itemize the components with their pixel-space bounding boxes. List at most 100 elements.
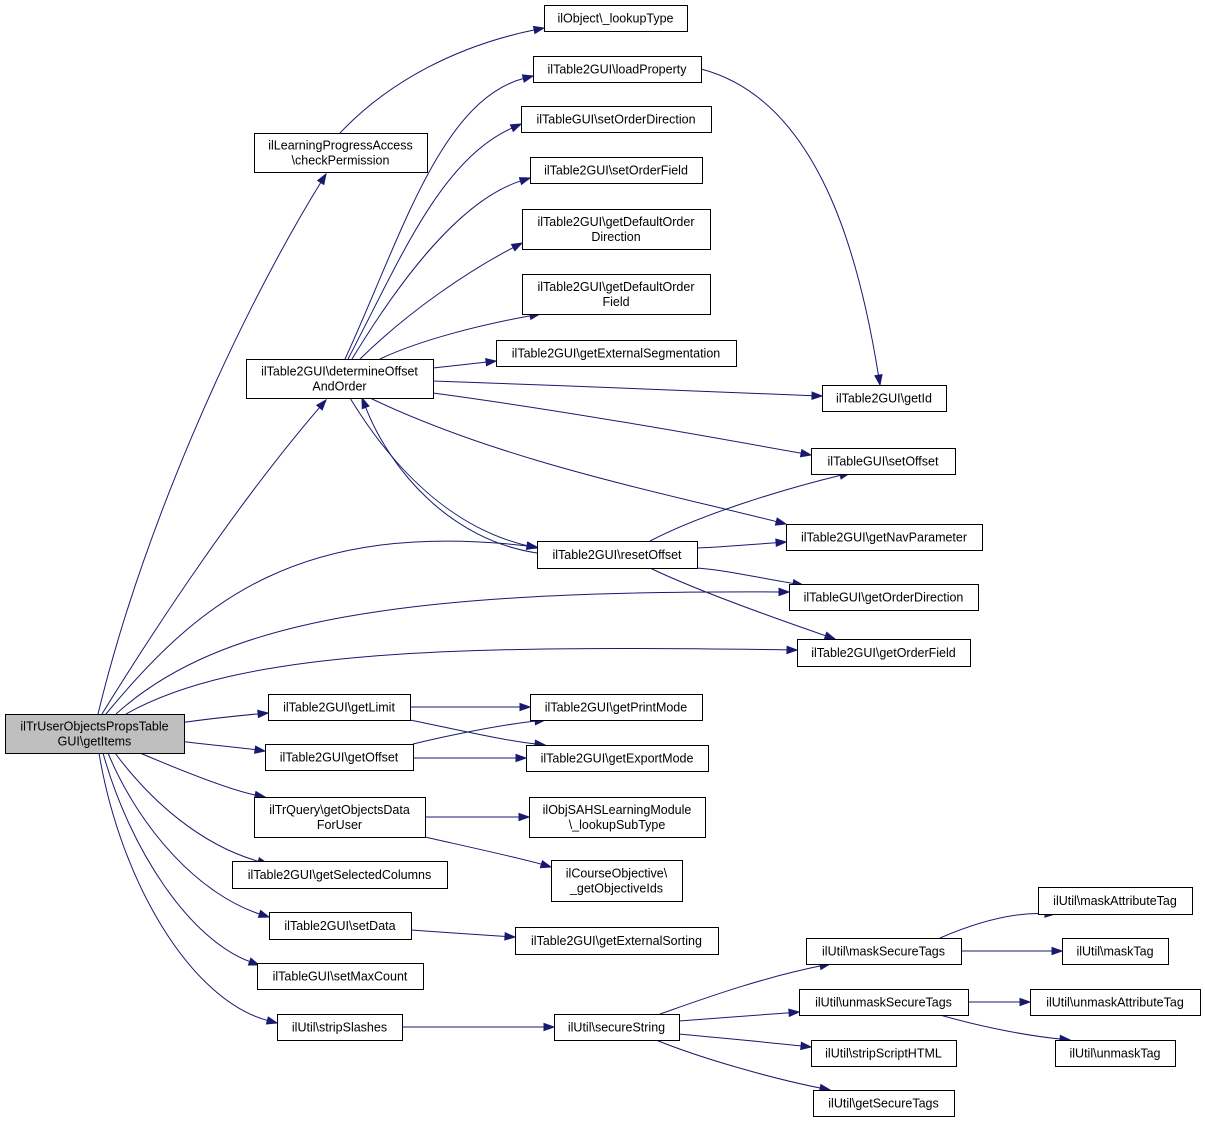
node-box — [533, 56, 702, 83]
node-getNavParameter[interactable]: ilTable2GUI\getNavParameter — [786, 524, 983, 551]
edge-line — [409, 719, 537, 745]
node-getPrintMode[interactable]: ilTable2GUI\getPrintMode — [530, 694, 703, 721]
arrowhead-icon — [265, 1016, 279, 1025]
arrowhead-icon — [788, 1008, 801, 1018]
node-box — [530, 694, 703, 721]
node-getOffset[interactable]: ilTable2GUI\getOffset — [265, 744, 414, 771]
node-getOrderDirection[interactable]: ilTableGUI\getOrderDirection — [789, 584, 979, 611]
node-box — [521, 106, 712, 133]
node-box — [822, 385, 947, 412]
edge-root-to-getLimit — [178, 709, 270, 724]
edge-root-to-getSelectedColumns — [114, 752, 270, 866]
node-label: ilCourseObjective\ — [566, 867, 668, 881]
node-setData[interactable]: ilTable2GUI\setData — [269, 912, 412, 940]
node-setOffset[interactable]: ilTableGUI\setOffset — [811, 448, 956, 475]
edge-line — [659, 965, 822, 1015]
edge-line — [347, 127, 513, 360]
edge-secureString-to-unmaskSecureTags — [678, 1008, 801, 1022]
node-setOrderField[interactable]: ilTable2GUI\setOrderField — [530, 157, 703, 184]
node-getId[interactable]: ilTable2GUI\getId — [822, 385, 947, 412]
node-getLimit[interactable]: ilTable2GUI\getLimit — [268, 694, 411, 721]
node-label: GUI\getItems — [58, 735, 132, 749]
edge-line — [678, 1012, 791, 1022]
node-getExternalSegmentation[interactable]: ilTable2GUI\getExternalSegmentation — [496, 340, 737, 367]
node-lookupSubType[interactable]: ilObjSAHSLearningModule\_lookupSubType — [529, 797, 706, 838]
edge-determineOffset-to-setOrderDirection — [347, 123, 523, 360]
node-box — [246, 359, 434, 399]
node-label: ilTable2GUI\getLimit — [283, 701, 395, 715]
node-label: ilUtil\maskTag — [1076, 945, 1153, 959]
arrowhead-icon — [775, 538, 788, 548]
node-label: ilTableGUI\setOrderDirection — [536, 113, 695, 127]
node-stripScriptHTML[interactable]: ilUtil\stripScriptHTML — [811, 1040, 957, 1067]
node-loadProperty[interactable]: ilTable2GUI\loadProperty — [533, 56, 702, 83]
node-getExportMode[interactable]: ilTable2GUI\getExportMode — [526, 745, 709, 772]
node-label: ilObject\_lookupType — [557, 12, 673, 26]
node-unmaskTag[interactable]: ilUtil\unmaskTag — [1055, 1040, 1176, 1067]
node-secureString[interactable]: ilUtil\secureString — [554, 1014, 680, 1041]
node-label: ilUtil\secureString — [568, 1021, 665, 1035]
node-box — [269, 912, 412, 940]
edge-root-to-resetOffset — [105, 540, 539, 715]
node-maskAttributeTag[interactable]: ilUtil\maskAttributeTag — [1038, 887, 1193, 915]
arrowhead-icon — [823, 631, 837, 640]
edge-line — [432, 380, 814, 397]
node-getExternalSorting[interactable]: ilTable2GUI\getExternalSorting — [515, 927, 719, 955]
edge-line — [359, 246, 515, 360]
node-box — [5, 714, 185, 754]
node-label: ilUtil\unmaskAttributeTag — [1046, 996, 1184, 1010]
node-setOrderDirection[interactable]: ilTableGUI\setOrderDirection — [521, 106, 712, 133]
node-label: ilUtil\maskAttributeTag — [1053, 894, 1177, 908]
edge-line — [107, 752, 261, 915]
arrowhead-icon — [799, 448, 813, 458]
node-label: ilTable2GUI\getOrderField — [811, 646, 956, 660]
edge-line — [410, 929, 507, 937]
edge-line — [349, 397, 529, 547]
edge-line — [424, 836, 543, 865]
node-lookupType[interactable]: ilObject\_lookupType — [544, 5, 688, 32]
arrowhead-icon — [315, 398, 327, 411]
edge-checkPermission-to-lookupType — [339, 25, 546, 134]
node-maskTag[interactable]: ilUtil\maskTag — [1062, 938, 1169, 965]
node-stripSlashes[interactable]: ilUtil\stripSlashes — [277, 1014, 403, 1041]
node-label: ilTable2GUI\getDefaultOrder — [537, 280, 694, 294]
node-box — [813, 1090, 955, 1117]
node-label: ilTable2GUI\getPrintMode — [545, 701, 687, 715]
edge-secureString-to-stripScriptHTML — [678, 1033, 813, 1051]
edge-line — [700, 68, 880, 377]
edge-determineOffset-to-resetOffset — [349, 397, 539, 550]
arrowhead-icon — [518, 177, 532, 186]
node-label: ilTable2GUI\setData — [284, 919, 395, 933]
node-checkPermission[interactable]: ilLearningProgressAccess\checkPermission — [254, 133, 428, 173]
edge-stripSlashes-to-secureString — [402, 1022, 556, 1032]
node-box — [496, 340, 737, 367]
arrowhead-icon — [316, 172, 327, 186]
node-box — [257, 963, 424, 990]
node-setMaxCount[interactable]: ilTableGUI\setMaxCount — [257, 963, 424, 990]
node-getSecureTags[interactable]: ilUtil\getSecureTags — [813, 1090, 955, 1117]
edge-root-to-getOrderDirection — [115, 587, 791, 715]
node-getObjectiveIds[interactable]: ilCourseObjective\_getObjectiveIds — [551, 860, 683, 902]
node-box — [544, 5, 688, 32]
node-maskSecureTags[interactable]: ilUtil\maskSecureTags — [806, 938, 962, 965]
edge-line — [178, 740, 257, 751]
edge-determineOffset-to-getDefaultOrderDirection — [359, 242, 524, 360]
edge-line — [97, 181, 322, 715]
node-unmaskSecureTags[interactable]: ilUtil\unmaskSecureTags — [799, 989, 969, 1016]
node-label: AndOrder — [312, 380, 366, 394]
edge-getOffset-to-getPrintMode — [412, 716, 547, 745]
node-resetOffset[interactable]: ilTable2GUI\resetOffset — [537, 541, 698, 569]
arrowhead-icon — [778, 587, 791, 597]
edge-root-to-setMaxCount — [102, 752, 261, 966]
edge-line — [649, 474, 842, 542]
node-getOrderField[interactable]: ilTable2GUI\getOrderField — [797, 639, 971, 667]
edge-root-to-checkPermission — [97, 172, 327, 715]
node-label: ilTable2GUI\loadProperty — [548, 63, 688, 77]
node-unmaskAttributeTag[interactable]: ilUtil\unmaskAttributeTag — [1030, 989, 1201, 1016]
node-getSelectedColumns[interactable]: ilTable2GUI\getSelectedColumns — [232, 861, 448, 889]
